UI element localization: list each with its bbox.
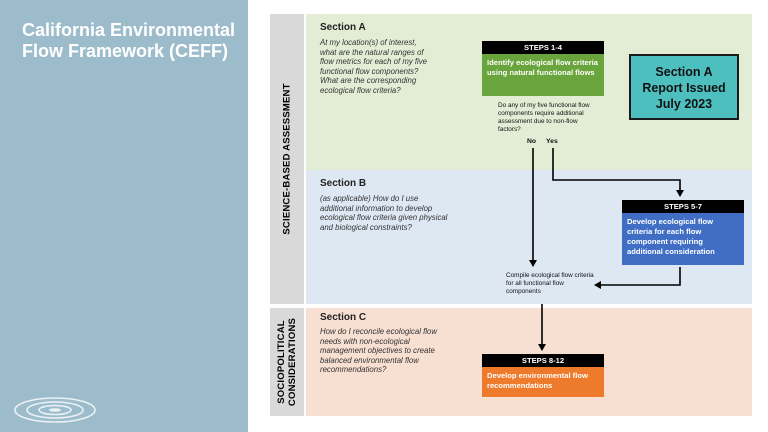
decision-yes: Yes bbox=[546, 138, 558, 145]
section-c-title: Section C bbox=[320, 312, 367, 323]
steps-5-7-box: STEPS 5-7 Develop ecological flow criter… bbox=[622, 200, 744, 265]
section-a-question: At my location(s) of interest, what are … bbox=[320, 38, 428, 95]
steps-1-4-body: Identify ecological flow criteria using … bbox=[482, 54, 604, 96]
water-ripple-icon bbox=[14, 397, 96, 423]
flow-arrows bbox=[529, 148, 684, 351]
section-b-title: Section B bbox=[320, 178, 367, 189]
steps-8-12-body: Develop environmental flow recommendatio… bbox=[482, 367, 604, 397]
report-line1: Section A bbox=[655, 65, 713, 79]
steps-1-4-header: STEPS 1-4 bbox=[482, 41, 604, 54]
compile-criteria-text: Compile ecological flow criteria for all… bbox=[506, 272, 594, 295]
steps-8-12-box: STEPS 8-12 Develop environmental flow re… bbox=[482, 354, 604, 397]
decision-question: Do any of my five functional flow compon… bbox=[498, 102, 590, 133]
decision-no: No bbox=[527, 138, 537, 145]
section-c-question: How do I reconcile ecological flow needs… bbox=[320, 327, 438, 375]
science-label-bar bbox=[270, 14, 304, 304]
arrow-yes-to-steps-5-7 bbox=[552, 148, 684, 197]
steps-8-12-header: STEPS 8-12 bbox=[482, 354, 604, 367]
steps-5-7-header: STEPS 5-7 bbox=[622, 200, 744, 213]
slide-title: California Environmental Flow Framework … bbox=[22, 20, 236, 61]
ceff-diagram: SCIENCE-BASED ASSESSMENT SOCIOPOLITICAL … bbox=[270, 14, 752, 416]
section-b-question: (as applicable) How do I use additional … bbox=[320, 194, 448, 232]
steps-1-4-box: STEPS 1-4 Identify ecological flow crite… bbox=[482, 41, 604, 96]
steps-5-7-body: Develop ecological flow criteria for eac… bbox=[622, 213, 744, 265]
report-line2: Report Issued bbox=[642, 81, 726, 95]
title-panel: California Environmental Flow Framework … bbox=[0, 0, 248, 432]
section-a-title: Section A bbox=[320, 22, 366, 33]
arrow-steps-5-7-to-compile bbox=[594, 267, 681, 289]
report-line3: July 2023 bbox=[655, 97, 713, 111]
section-a-report-badge: Section A Report Issued July 2023 bbox=[629, 54, 739, 120]
socio-label-bar bbox=[270, 308, 304, 416]
